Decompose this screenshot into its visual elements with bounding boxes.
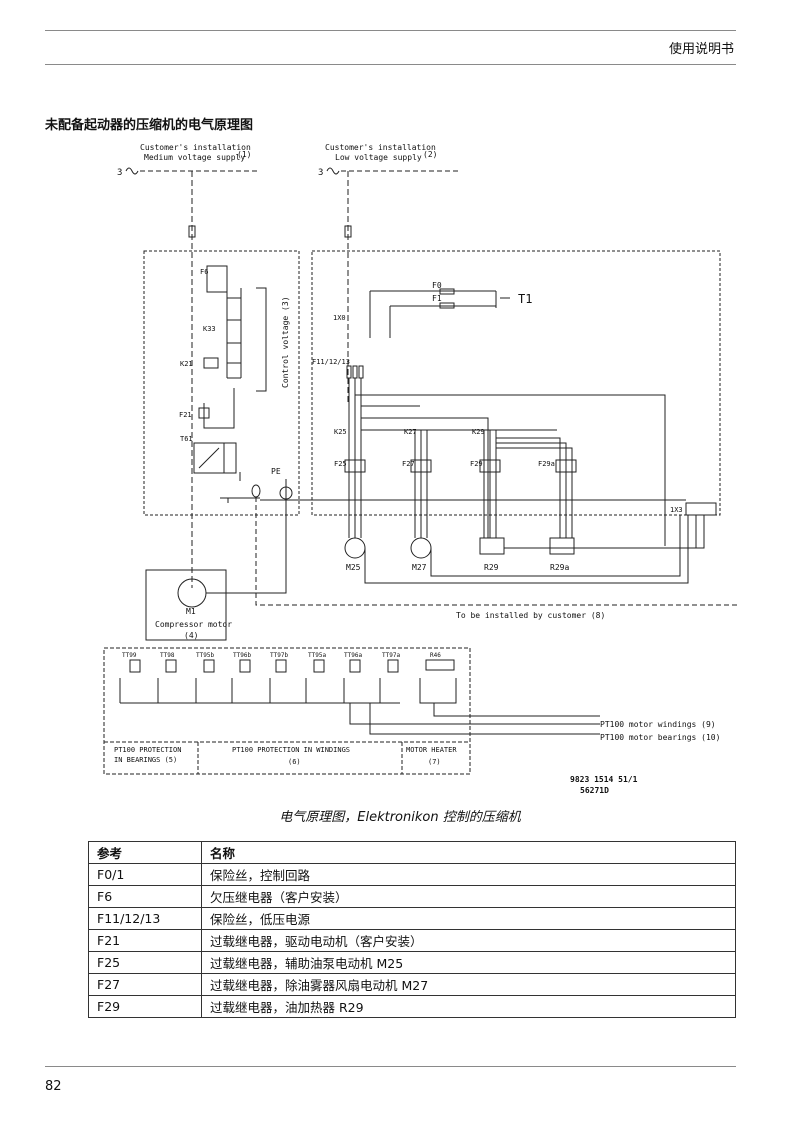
compressor-motor-symbol (177, 578, 207, 608)
control-voltage-label: Control voltage (3) (281, 296, 290, 388)
table-header-ref: 参考 (88, 841, 202, 864)
f0-label: F0 (432, 281, 442, 290)
supply1b-label: Medium voltage supply (144, 153, 245, 162)
section6-label-b: (6) (288, 758, 301, 766)
r46-label: R46 (430, 652, 441, 659)
k27-label: K27 (404, 428, 417, 436)
compressor-box (145, 569, 227, 641)
f29a-label: F29a (538, 460, 555, 468)
page-heading: 未配备起动器的压缩机的电气原理图 (45, 118, 254, 133)
supply2-number: (2) (423, 150, 437, 159)
section5-label-b: IN BEARINGS (5) (114, 756, 177, 764)
tt96b-label: TT96b (233, 652, 251, 659)
table-cell-name: 过载继电器，辅助油泵电动机 M25 (201, 951, 736, 974)
m25-label: M25 (346, 563, 361, 572)
r29a-label: R29a (550, 563, 569, 572)
table-row: F29 过载继电器，油加热器 R29 (88, 995, 736, 1018)
pt100-windings-label: PT100 motor windings (9) (600, 720, 716, 729)
table-row: F0/1 保险丝，控制回路 (88, 863, 736, 886)
f1-label: F1 (432, 294, 442, 303)
pt100-block (103, 647, 471, 775)
f29-label: F29 (470, 460, 483, 468)
tt95a-label: TT95a (308, 652, 326, 659)
f21-label: F21 (179, 411, 192, 419)
1x0-label: 1X0 (333, 314, 346, 322)
t1-label: T1 (518, 292, 532, 306)
page-number: 82 (45, 1079, 62, 1094)
f111213-label: F11/12/13 (312, 358, 350, 366)
tt99-label: TT99 (122, 652, 137, 659)
f27-label: F27 (402, 460, 415, 468)
pt100-bearings-label: PT100 motor bearings (10) (600, 733, 720, 742)
table-cell-name: 过载继电器，除油雾器风扇电动机 M27 (201, 973, 736, 996)
section5-label-a: PT100 PROTECTION (114, 746, 181, 754)
supply1-label: Customer's installation (140, 143, 251, 152)
supply2b-label: Low voltage supply (335, 153, 422, 162)
k29-label: K29 (472, 428, 485, 436)
pe-label: PE (271, 467, 281, 476)
tt96a-label: TT96a (344, 652, 362, 659)
k33-label: K33 (203, 325, 216, 333)
switchgear-box (311, 250, 721, 516)
electrical-schematic: Customer's installation Medium voltage s… (103, 143, 740, 795)
supply1-number: (1) (237, 150, 251, 159)
diagram-caption: 电气原理图，Elektronikon 控制的压缩机 (279, 810, 521, 825)
1x3-label: 1X3 (670, 506, 683, 514)
header-rule-top (45, 30, 736, 31)
drawing-code-2: 56271D (580, 786, 609, 795)
table-cell-name: 过载继电器，驱动电动机（客户安装） (201, 929, 736, 952)
table-cell-ref: F11/12/13 (88, 907, 202, 930)
control-box (143, 250, 300, 516)
table-cell-ref: F27 (88, 973, 202, 996)
customer-install-label: To be installed by customer (8) (456, 611, 605, 620)
footer-rule (45, 1066, 736, 1067)
supply2-label: Customer's installation (325, 143, 436, 152)
table-row: F6 欠压继电器（客户安装） (88, 885, 736, 908)
table-row: F21 过载继电器，驱动电动机（客户安装） (88, 929, 736, 952)
table-cell-ref: F6 (88, 885, 202, 908)
table-cell-name: 保险丝，低压电源 (201, 907, 736, 930)
table-cell-ref: F21 (88, 929, 202, 952)
table-cell-ref: F29 (88, 995, 202, 1018)
drawing-code-1: 9823 1514 51/1 (570, 775, 638, 784)
section7-label-a: MOTOR HEATER (406, 746, 457, 754)
tt97a-label: TT97a (382, 652, 400, 659)
table-header-row: 参考 名称 (88, 841, 736, 864)
table-header-name: 名称 (201, 841, 736, 864)
m1-label: M1 (186, 607, 196, 616)
section6-label-a: PT100 PROTECTION IN WINDINGS (232, 746, 350, 754)
r29-label: R29 (484, 563, 499, 572)
table-cell-name: 过载继电器，油加热器 R29 (201, 995, 736, 1018)
header-title: 使用说明书 (668, 42, 734, 57)
t61-label: T61 (180, 435, 193, 443)
tt98-label: TT98 (160, 652, 175, 659)
compressor-label: Compressor motor (155, 620, 232, 629)
phase-label-2: 3 (318, 168, 323, 178)
table-cell-name: 保险丝，控制回路 (201, 863, 736, 886)
f25-label: F25 (334, 460, 347, 468)
table-row: F11/12/13 保险丝，低压电源 (88, 907, 736, 930)
table-cell-ref: F0/1 (88, 863, 202, 886)
table-row: F25 过载继电器，辅助油泵电动机 M25 (88, 951, 736, 974)
header-rule-bottom (45, 64, 736, 65)
table-cell-ref: F25 (88, 951, 202, 974)
k25-label: K25 (334, 428, 347, 436)
table-row: F27 过载继电器，除油雾器风扇电动机 M27 (88, 973, 736, 996)
f6-label: F6 (200, 268, 208, 276)
tt97b-label: TT97b (270, 652, 288, 659)
section7-label-b: (7) (428, 758, 441, 766)
k21-label: K21 (180, 360, 193, 368)
compressor-number: (4) (184, 631, 198, 640)
m27-label: M27 (412, 563, 427, 572)
tt95b-label: TT95b (196, 652, 214, 659)
phase-label-1: 3 (117, 168, 122, 178)
table-cell-name: 欠压继电器（客户安装） (201, 885, 736, 908)
parts-table: 参考 名称 F0/1 保险丝，控制回路 F6 欠压继电器（客户安装） F11/1… (88, 841, 736, 1018)
